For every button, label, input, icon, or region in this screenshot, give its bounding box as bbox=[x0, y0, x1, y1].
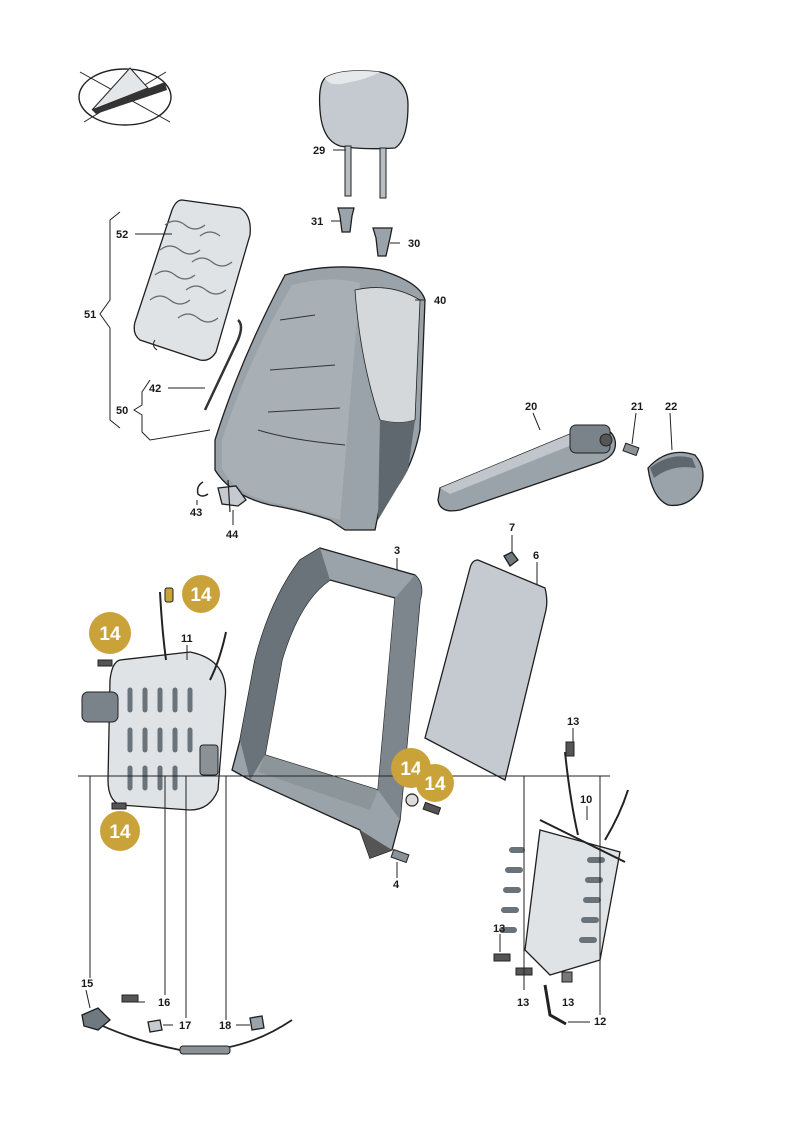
screw-13a bbox=[565, 741, 575, 757]
wire-clip bbox=[203, 319, 243, 411]
label-51: 51 bbox=[84, 309, 96, 321]
label-10: 10 bbox=[580, 794, 592, 806]
small-clip-14a bbox=[164, 587, 174, 603]
label-31: 31 bbox=[311, 216, 323, 228]
headrest-guide-left bbox=[337, 207, 355, 233]
leader-lines bbox=[78, 149, 673, 1026]
orientation-icon bbox=[78, 67, 172, 126]
nut-13d bbox=[561, 971, 573, 983]
screw-14-left bbox=[97, 659, 127, 810]
svg-text:14: 14 bbox=[190, 585, 212, 606]
headrest bbox=[318, 70, 409, 199]
headrest-guide-right bbox=[372, 227, 393, 257]
label-21: 21 bbox=[631, 401, 643, 413]
label-7: 7 bbox=[509, 522, 515, 534]
label-50: 50 bbox=[116, 405, 128, 417]
svg-text:14: 14 bbox=[400, 759, 422, 780]
label-3: 3 bbox=[394, 545, 400, 557]
label-4: 4 bbox=[393, 879, 400, 891]
svg-text:14: 14 bbox=[424, 774, 446, 795]
label-15: 15 bbox=[81, 978, 93, 990]
label-16: 16 bbox=[158, 997, 170, 1009]
svg-text:14: 14 bbox=[109, 822, 131, 843]
label-29: 29 bbox=[313, 145, 325, 157]
part-labels: 29 31 30 52 51 40 42 50 20 21 22 43 44 7… bbox=[81, 145, 677, 1032]
badge-14-left-lower: 14 bbox=[100, 811, 140, 851]
badge-14-left-upper: 14 bbox=[89, 612, 131, 654]
armrest bbox=[437, 424, 617, 512]
screw-13b bbox=[493, 953, 511, 962]
label-43: 43 bbox=[190, 507, 202, 519]
label-13-right: 13 bbox=[562, 997, 574, 1009]
label-12: 12 bbox=[594, 1016, 606, 1028]
fastener-4 bbox=[390, 848, 410, 864]
label-13-top: 13 bbox=[567, 716, 579, 728]
label-40: 40 bbox=[434, 295, 446, 307]
label-20: 20 bbox=[525, 401, 537, 413]
label-11: 11 bbox=[181, 633, 193, 645]
badges: 14 14 14 14 14 bbox=[89, 575, 454, 851]
backrest-rear-panel bbox=[424, 559, 548, 781]
label-30: 30 bbox=[408, 238, 420, 250]
label-52: 52 bbox=[116, 229, 128, 241]
svg-text:14: 14 bbox=[99, 624, 121, 645]
label-6: 6 bbox=[533, 550, 539, 562]
label-17: 17 bbox=[179, 1020, 191, 1032]
bowden-cable bbox=[81, 994, 293, 1055]
washer-right bbox=[405, 793, 442, 816]
label-22: 22 bbox=[665, 401, 677, 413]
label-13-bottom: 13 bbox=[517, 997, 529, 1009]
panel-clip bbox=[503, 551, 519, 567]
armrest-cover-cap bbox=[647, 451, 704, 507]
lumbar-support-right bbox=[499, 751, 629, 1026]
clip-43 bbox=[196, 481, 209, 497]
seat-heater-mat bbox=[133, 199, 251, 361]
lumbar-support-left bbox=[81, 591, 227, 811]
label-18: 18 bbox=[219, 1020, 231, 1032]
badge-14-top: 14 bbox=[182, 575, 220, 613]
badge-14-right-b: 14 bbox=[416, 764, 454, 802]
label-44: 44 bbox=[226, 529, 239, 541]
armrest-bolt bbox=[622, 442, 640, 457]
backrest-frame bbox=[231, 547, 423, 859]
bracket-44 bbox=[217, 479, 247, 513]
label-42: 42 bbox=[149, 383, 161, 395]
label-13-left: 13 bbox=[493, 923, 505, 935]
backrest-cushion bbox=[214, 266, 426, 531]
